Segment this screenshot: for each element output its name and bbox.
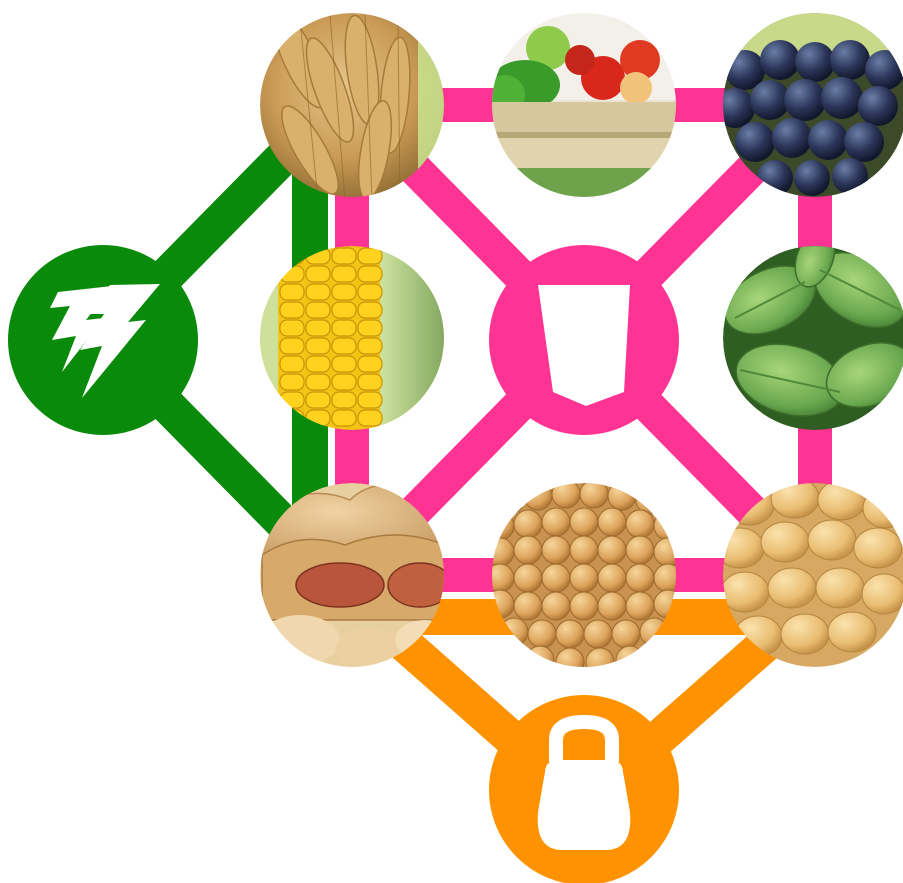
wheat-photo xyxy=(260,13,444,197)
energy-hub xyxy=(8,245,198,435)
protection-hub xyxy=(489,245,679,435)
corn-photo xyxy=(260,246,444,430)
soy-leaves-photo xyxy=(723,246,903,430)
kettlebell-icon xyxy=(537,714,631,850)
shield-icon xyxy=(538,285,630,406)
chickpeas-photo xyxy=(492,483,676,667)
strength-hub xyxy=(489,695,679,883)
vegetables-photo xyxy=(492,13,676,197)
lightning-bolts-icon xyxy=(50,284,160,398)
grapes-photo xyxy=(723,13,903,197)
